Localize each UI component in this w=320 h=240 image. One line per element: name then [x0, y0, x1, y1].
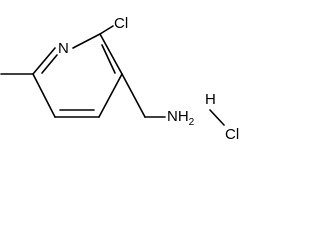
bond-c2-to-c3: [99, 33, 123, 75]
bond-c2-to-chlorine: [99, 25, 114, 35]
bond-h-to-cl: [209, 109, 225, 126]
amine-main-label: NH: [167, 108, 189, 125]
amine-label: NH2: [167, 108, 195, 128]
salt-hydrogen-label: H: [205, 91, 216, 108]
chemical-structure-diagram: N Cl NH2 H Cl: [0, 15, 239, 143]
pyridine-ring: [32, 33, 123, 118]
bond-c5-to-c6: [32, 73, 56, 118]
bond-n-to-c2: [72, 33, 101, 49]
ring-chlorine-label: Cl: [114, 15, 128, 32]
salt-chlorine-label: Cl: [225, 126, 239, 143]
amine-subscript-label: 2: [189, 117, 195, 128]
bond-c3-to-c4: [98, 73, 123, 118]
double-bond-c6-n: [41, 54, 58, 74]
ring-nitrogen-label: N: [58, 40, 69, 57]
bond-c3-to-ch2: [121, 73, 146, 118]
bond-c6-to-n: [32, 47, 56, 75]
double-bond-c2-c3: [101, 44, 116, 74]
